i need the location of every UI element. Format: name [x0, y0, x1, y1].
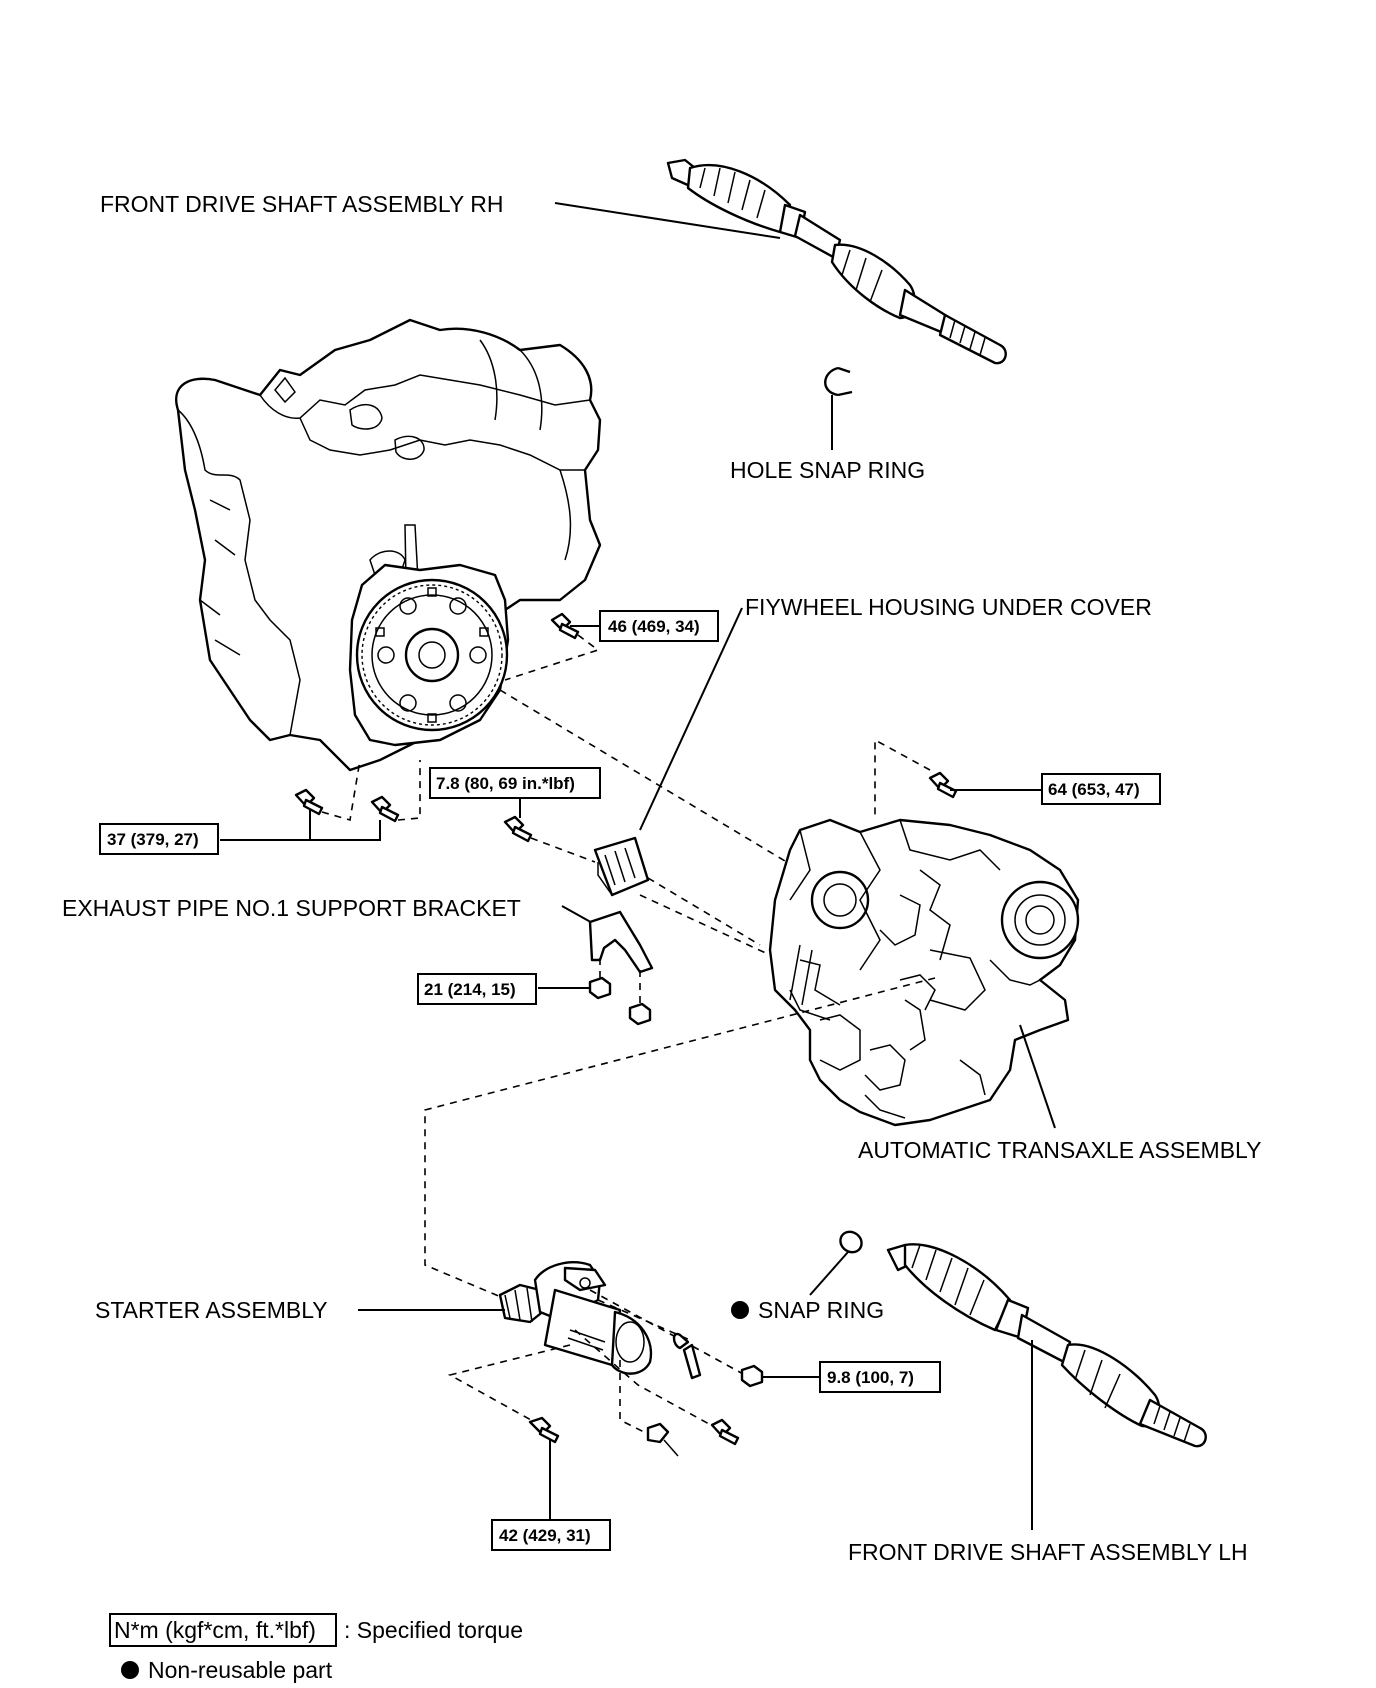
dash-37a	[321, 759, 361, 822]
bolt-37-b	[370, 795, 400, 823]
label-front-drive-shaft-rh: FRONT DRIVE SHAFT ASSEMBLY RH	[100, 191, 503, 217]
torque-37: 37 (379, 27)	[107, 830, 199, 849]
exhaust-pipe-bracket	[588, 910, 654, 974]
bolt-37-a	[294, 788, 324, 816]
legend-non-reusable-marker	[121, 1661, 139, 1679]
label-front-drive-shaft-lh: FRONT DRIVE SHAFT ASSEMBLY LH	[848, 1539, 1248, 1565]
drive-plate	[348, 563, 510, 747]
flywheel-housing-under-cover	[593, 836, 650, 897]
automatic-transaxle	[768, 818, 1080, 1127]
label-starter-assembly: STARTER ASSEMBLY	[95, 1297, 328, 1323]
dash-bracket	[599, 958, 641, 1005]
nut-21-a	[588, 976, 612, 1000]
bolt-64	[928, 771, 958, 799]
legend-non-reusable: Non-reusable part	[148, 1657, 333, 1683]
leader-37	[220, 810, 381, 841]
legend-torque-box	[109, 1613, 337, 1647]
torque-box-98	[819, 1361, 941, 1393]
label-automatic-transaxle: AUTOMATIC TRANSAXLE ASSEMBLY	[858, 1137, 1261, 1163]
torque-78: 7.8 (80, 69 in.*lbf)	[436, 774, 575, 793]
bolt-46	[550, 612, 580, 640]
dash-cover	[647, 877, 761, 946]
label-hole-snap-ring: HOLE SNAP RING	[730, 457, 925, 483]
dash-64	[874, 738, 931, 815]
torque-box-46	[599, 610, 719, 642]
label-exhaust-pipe-bracket: EXHAUST PIPE NO.1 SUPPORT BRACKET	[62, 895, 521, 921]
dash-starter-98	[589, 1289, 746, 1376]
legend-torque-unit: N*m (kgf*cm, ft.*lbf)	[114, 1617, 316, 1643]
legend-torque-desc: : Specified torque	[344, 1617, 523, 1643]
leader-transaxle	[1019, 1024, 1056, 1129]
non-reusable-marker-snap-ring	[731, 1301, 749, 1319]
torque-box-37	[99, 823, 219, 855]
torque-box-78	[429, 767, 601, 799]
dash-starter-42	[447, 1344, 571, 1426]
bolt-starter-side	[710, 1418, 740, 1446]
engine-block	[175, 318, 602, 772]
dash-46	[504, 634, 600, 681]
starter-assembly	[498, 1261, 653, 1375]
nut-98	[740, 1364, 764, 1388]
dash-starter-terminal	[619, 1360, 651, 1436]
dash-starter-mount	[424, 977, 936, 1306]
dash-starter-clip	[597, 1299, 691, 1341]
dash-37b	[397, 760, 421, 821]
bolt-42	[528, 1416, 560, 1444]
snap-ring-icon	[839, 1230, 863, 1254]
torque-21: 21 (214, 15)	[424, 980, 516, 999]
nut-21-b	[628, 1002, 652, 1026]
torque-box-64	[1041, 773, 1161, 805]
label-flywheel-housing-under-cover: FIYWHEEL HOUSING UNDER COVER	[745, 594, 1152, 620]
terminal-clip	[672, 1332, 702, 1380]
torque-box-21	[417, 973, 537, 1005]
terminal-connector	[646, 1422, 679, 1457]
dash-78	[530, 837, 596, 863]
torque-46: 46 (469, 34)	[608, 617, 700, 636]
dash-starter-bolt	[574, 1329, 721, 1431]
dash-flywheel-to-transaxle	[499, 689, 801, 871]
leader-rh-shaft	[554, 202, 781, 239]
leader-flywheel-cover	[639, 607, 743, 831]
torque-box-42	[491, 1519, 611, 1551]
hole-snap-ring-icon	[824, 366, 853, 397]
leader-snap-ring	[809, 1251, 849, 1296]
dash-cover-to-transaxle	[639, 894, 771, 956]
torque-42: 42 (429, 31)	[499, 1526, 591, 1545]
label-snap-ring: SNAP RING	[758, 1297, 884, 1323]
front-drive-shaft-lh	[886, 1243, 1207, 1448]
front-drive-shaft-rh	[666, 158, 1007, 365]
bolt-78	[503, 815, 533, 843]
torque-64: 64 (653, 47)	[1048, 780, 1140, 799]
torque-98: 9.8 (100, 7)	[827, 1368, 914, 1387]
